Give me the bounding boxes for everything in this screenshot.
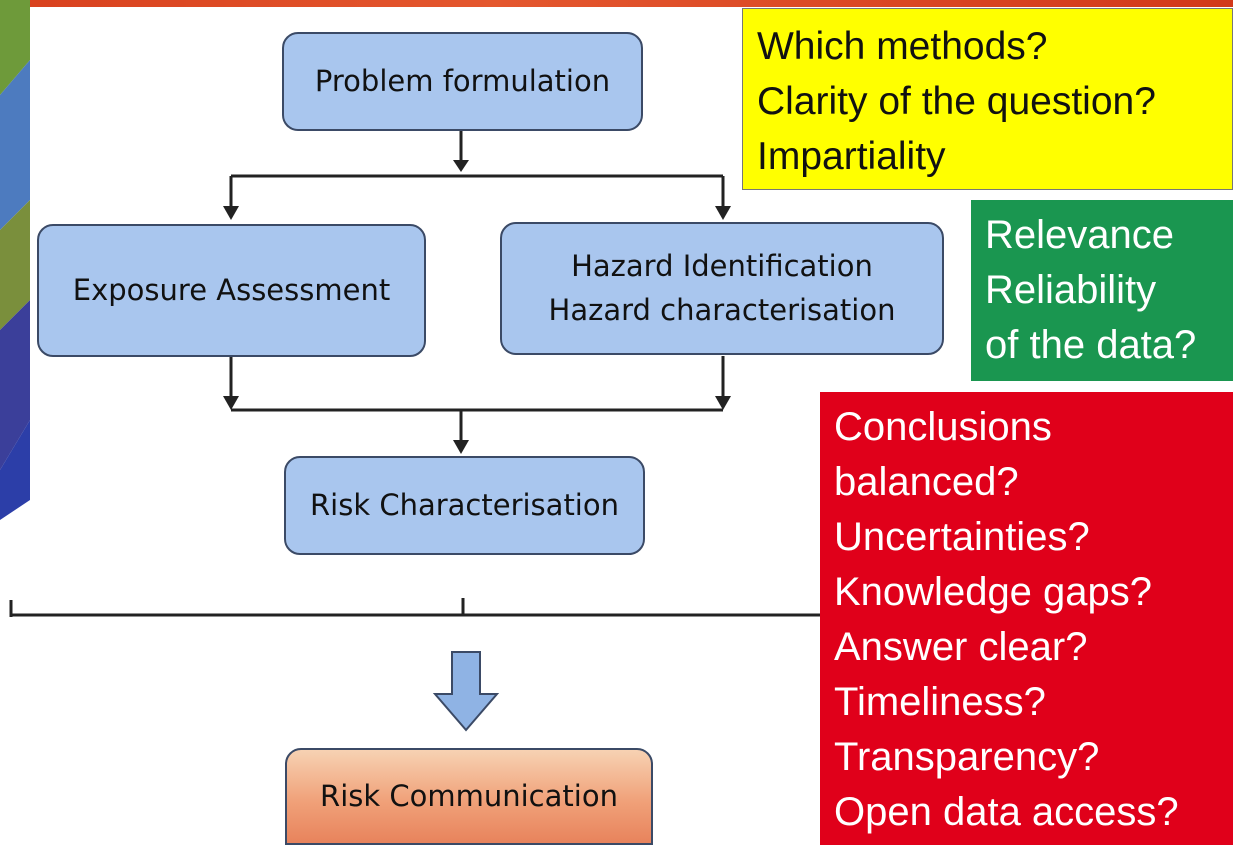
hazard-characterisation-label: Hazard characterisation	[548, 292, 896, 327]
red-callout-conclusions: Conclusions balanced? Uncertainties? Kno…	[820, 392, 1233, 845]
left-decorative-image	[0, 0, 30, 520]
callout-line: balanced?	[834, 460, 1019, 504]
hazard-box: Hazard Identification Hazard characteris…	[500, 222, 944, 355]
callout-line: Knowledge gaps?	[834, 570, 1153, 614]
callout-line: of the data?	[985, 323, 1197, 367]
top-decorative-bar	[0, 0, 1233, 7]
risk-communication-label: Risk Communication	[320, 778, 618, 813]
callout-line: Conclusions	[834, 405, 1052, 449]
risk-communication-box: Risk Communication	[285, 748, 653, 845]
callout-line: Reliability	[985, 268, 1157, 312]
callout-line: Clarity of the question?	[757, 80, 1156, 123]
green-callout-data-quality: Relevance Reliability of the data?	[971, 200, 1233, 381]
callout-line: Impartiality	[757, 135, 946, 178]
callout-line: Answer clear?	[834, 625, 1088, 669]
callout-line: Transparency?	[834, 735, 1100, 779]
risk-characterisation-box: Risk Characterisation	[284, 456, 645, 555]
yellow-callout-methods: Which methods? Clarity of the question? …	[742, 8, 1233, 190]
callout-line: Timeliness?	[834, 680, 1046, 724]
exposure-assessment-label: Exposure Assessment	[72, 272, 391, 307]
risk-characterisation-label: Risk Characterisation	[310, 487, 619, 522]
hazard-identification-label: Hazard Identification	[571, 249, 873, 283]
callout-line: Relevance	[985, 213, 1175, 257]
callout-line: Uncertainties?	[834, 515, 1090, 559]
callout-line: Open data access?	[834, 790, 1179, 834]
exposure-assessment-box: Exposure Assessment	[37, 224, 426, 357]
callout-line: Which methods?	[757, 25, 1048, 68]
problem-formulation-box: Problem formulation	[282, 32, 643, 131]
problem-formulation-label: Problem formulation	[314, 63, 611, 98]
